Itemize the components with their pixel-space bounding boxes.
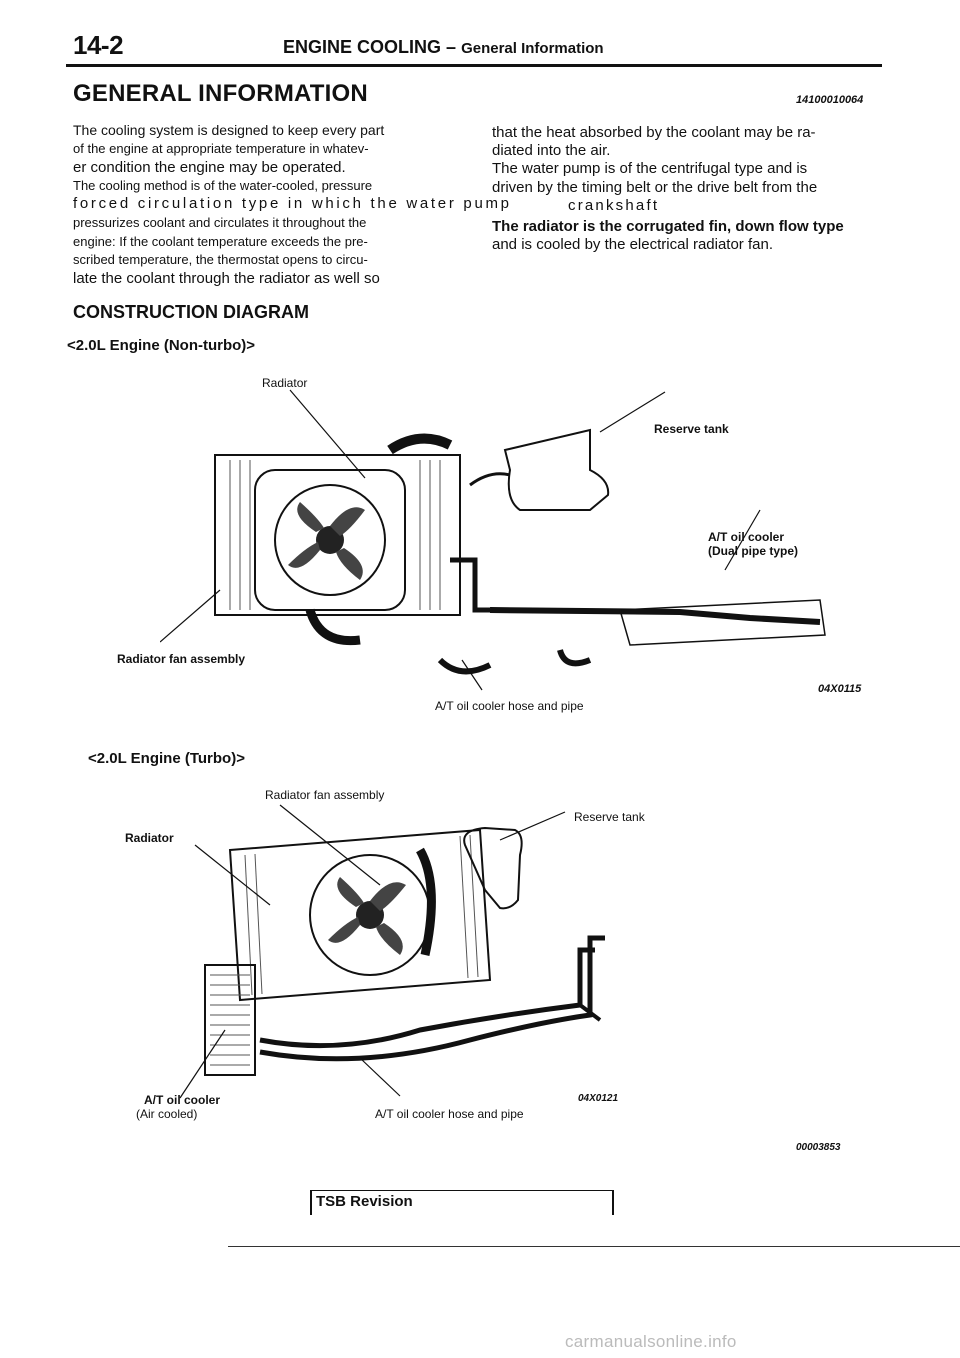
body-left-line-8: scribed temperature, the thermostat open… (73, 252, 368, 267)
body-right-line-5: crankshaft (568, 197, 660, 214)
body-right-line-1: that the heat absorbed by the coolant ma… (492, 124, 816, 141)
fig1-label-hose-pipe: A/T oil cooler hose and pipe (435, 699, 584, 713)
fig1-engine-label: <2.0L Engine (Non-turbo)> (67, 337, 256, 354)
fig1-label-reserve-tank: Reserve tank (654, 422, 729, 436)
body-right-line-6: The radiator is the corrugated fin, down… (492, 218, 844, 235)
body-left-line-9: late the coolant through the radiator as… (73, 270, 380, 287)
tsb-revision-label: TSB Revision (316, 1193, 413, 1210)
fig2-code-2: 00003853 (796, 1142, 841, 1153)
body-left-line-4: The cooling method is of the water-coole… (73, 178, 373, 193)
fig1-code: 04X0115 (818, 683, 862, 695)
fig2-label-at-oil-cooler: A/T oil cooler (144, 1093, 221, 1107)
body-right-line-4: driven by the timing belt or the drive b… (492, 179, 818, 196)
page-number: 14-2 (73, 30, 124, 60)
fig2-label-hose-pipe: A/T oil cooler hose and pipe (375, 1107, 524, 1121)
header-rule (66, 64, 882, 67)
chapter-title-dash: – (446, 37, 457, 57)
fig2-illustration (179, 804, 605, 1099)
body-left-line-5: forced circulation type in which the wat… (73, 195, 512, 212)
body-right-line-7: and is cooled by the electrical radiator… (492, 236, 773, 253)
fig1-label-at-oil-cooler: A/T oil cooler (708, 530, 785, 544)
watermark: carmanualsonline.info (565, 1332, 737, 1351)
construction-title: CONSTRUCTION DIAGRAM (73, 302, 309, 322)
tsb-revision-box (310, 1190, 614, 1215)
fig2-code: 04X0121 (578, 1093, 619, 1104)
fig1-label-fan-assembly: Radiator fan assembly (117, 652, 246, 666)
fig1-label-dual-pipe: (Dual pipe type) (708, 544, 799, 558)
body-left-line-3: er condition the engine may be operated. (73, 159, 346, 176)
bottom-rule (228, 1246, 960, 1247)
fig2-label-reserve-tank: Reserve tank (574, 810, 645, 824)
section-title: GENERAL INFORMATION (73, 80, 368, 107)
fig1-illustration (160, 389, 826, 691)
body-right-line-2: diated into the air. (492, 142, 611, 159)
chapter-subtitle: General Information (461, 40, 604, 57)
chapter-title-text: ENGINE COOLING (283, 37, 442, 57)
fig2-label-radiator: Radiator (125, 831, 174, 845)
fig2-label-air-cooled: (Air cooled) (136, 1107, 198, 1121)
fig1-label-radiator: Radiator (262, 376, 308, 390)
body-left-line-7: engine: If the coolant temperature excee… (73, 234, 368, 249)
body-left-line-1: The cooling system is designed to keep e… (73, 122, 385, 138)
body-left-line-6: pressurizes coolant and circulates it th… (73, 215, 367, 230)
section-ref-code: 14100010064 (796, 94, 864, 106)
fig2-label-fan-assembly: Radiator fan assembly (265, 788, 385, 802)
fig2-engine-label: <2.0L Engine (Turbo)> (88, 750, 245, 767)
body-left-line-2: of the engine at appropriate temperature… (73, 141, 369, 156)
chapter-title: ENGINE COOLING – General Information (283, 37, 604, 58)
body-right-line-3: The water pump is of the centrifugal typ… (492, 160, 808, 177)
